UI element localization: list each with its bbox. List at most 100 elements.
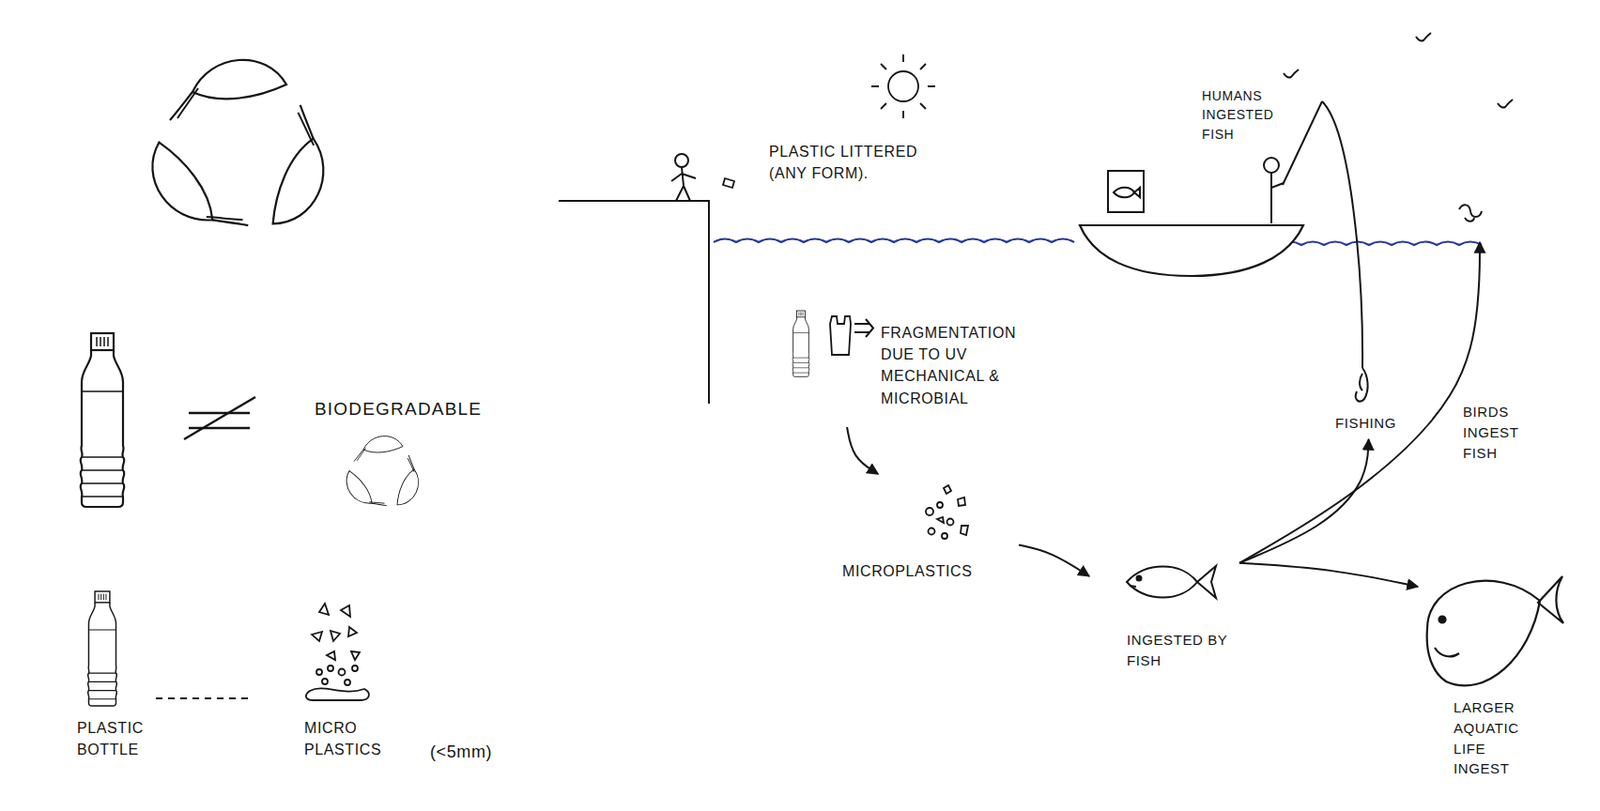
fragment <box>326 651 336 661</box>
leaf <box>169 60 287 121</box>
litter-note: PLASTIC LITTERED (ANY FORM). <box>765 140 968 209</box>
fragmentation-note: FRAGMENTATION DUE TO UV MECHANICAL & MIC… <box>788 314 1062 428</box>
leaf <box>384 455 431 511</box>
annotation-label: MICRO PLASTICS <box>304 717 417 761</box>
water-surface <box>1278 242 1482 247</box>
bird <box>1415 32 1431 42</box>
fishing-rod <box>1282 101 1323 185</box>
humans-note: HUMANS INGESTED FISH <box>1200 86 1294 160</box>
fragment <box>351 651 360 661</box>
boat-hull <box>1079 225 1304 277</box>
slash <box>184 397 256 440</box>
annotation-label: (<5mm) <box>430 739 515 765</box>
flow-arrow <box>1239 242 1480 564</box>
plastic-bottle-icon <box>80 333 125 508</box>
microplastic-pile <box>306 603 370 701</box>
flying-birds <box>1283 32 1513 108</box>
bottle-in-water <box>792 310 810 377</box>
sun-disc <box>888 71 919 102</box>
fragment <box>352 665 358 672</box>
fragment <box>960 525 969 536</box>
node-text: PLASTIC LITTERED (ANY FORM). <box>769 140 957 185</box>
water-surface <box>713 239 1075 244</box>
sun <box>871 54 936 119</box>
crate-fish <box>1113 187 1140 199</box>
recycle-leaves-symbol <box>138 60 354 256</box>
fragment <box>344 679 351 686</box>
node-text: INGESTED BY FISH <box>1126 630 1247 672</box>
node-text: MICROPLASTICS <box>842 560 1012 583</box>
fish-mouth <box>1129 585 1137 587</box>
head <box>1263 157 1279 173</box>
fish-mouth <box>1434 647 1460 657</box>
person-on-cliff <box>671 153 696 201</box>
fragment <box>338 669 346 677</box>
sea-bird <box>1459 204 1482 221</box>
sun-rays <box>871 54 936 119</box>
node-text: FISHING <box>1335 413 1416 434</box>
flow-arrow <box>1239 439 1370 564</box>
small-fish <box>1126 566 1216 599</box>
fragment <box>947 519 954 526</box>
fish-eye <box>1137 576 1142 582</box>
fragment <box>925 507 934 516</box>
fish-node: INGESTED BY FISH <box>1089 560 1240 693</box>
plastic-bag <box>830 316 851 355</box>
flow-arrow <box>1239 563 1418 587</box>
implies-arrow <box>854 319 874 338</box>
flow-arrow <box>1018 545 1090 577</box>
not-equal-sign <box>184 397 256 440</box>
fish-body <box>1126 567 1198 599</box>
annotation-label: PLASTIC BOTTLE <box>76 717 183 761</box>
fragment <box>937 502 943 508</box>
pile-base <box>306 688 370 701</box>
fragment <box>319 603 329 616</box>
fragment <box>941 533 948 539</box>
dashed-link <box>155 697 248 700</box>
microplastics-node: MICROPLASTICS <box>838 474 1019 587</box>
fragment <box>943 485 952 494</box>
node-text: BIRDS INGEST FISH <box>1462 401 1544 463</box>
node-text: HUMANS INGESTED FISH <box>1201 86 1292 144</box>
larger-fish-node: LARGER AQUATIC LIFE INGEST <box>1417 568 1569 803</box>
large-fish <box>1427 576 1564 686</box>
fish-crate <box>1107 170 1144 213</box>
littered-plastic <box>723 178 735 188</box>
plastic-bottle-icon <box>88 591 118 707</box>
body <box>1271 172 1284 224</box>
fragment <box>330 630 340 642</box>
body <box>671 167 696 201</box>
fishing-line <box>1322 101 1363 369</box>
bird <box>1283 69 1299 78</box>
fragment <box>348 627 357 637</box>
fragment <box>340 605 351 617</box>
fragment <box>327 665 334 672</box>
leaf <box>353 436 403 462</box>
bird <box>1497 99 1513 108</box>
fragment <box>322 678 328 685</box>
fragment <box>937 517 944 524</box>
fish-body <box>1427 581 1540 687</box>
annotation-label: BIODEGRADABLE <box>314 396 531 423</box>
biodegradable-symbol <box>340 436 431 520</box>
fragment <box>316 669 323 676</box>
fish-eye <box>1439 616 1447 624</box>
fish-tail <box>1538 576 1564 624</box>
crate <box>1107 170 1144 213</box>
equal-bars <box>188 413 250 429</box>
fish-tail <box>1197 566 1216 599</box>
fishing-hook <box>1355 368 1369 402</box>
leaf <box>340 463 387 520</box>
cliff-edge <box>558 200 709 404</box>
fragment <box>928 528 936 536</box>
leaf <box>138 124 249 256</box>
flow-arrow <box>846 427 878 475</box>
fisher-person <box>1263 101 1369 402</box>
node-text: LARGER AQUATIC LIFE INGEST <box>1453 697 1540 780</box>
head <box>675 153 689 168</box>
leaf <box>242 105 354 236</box>
